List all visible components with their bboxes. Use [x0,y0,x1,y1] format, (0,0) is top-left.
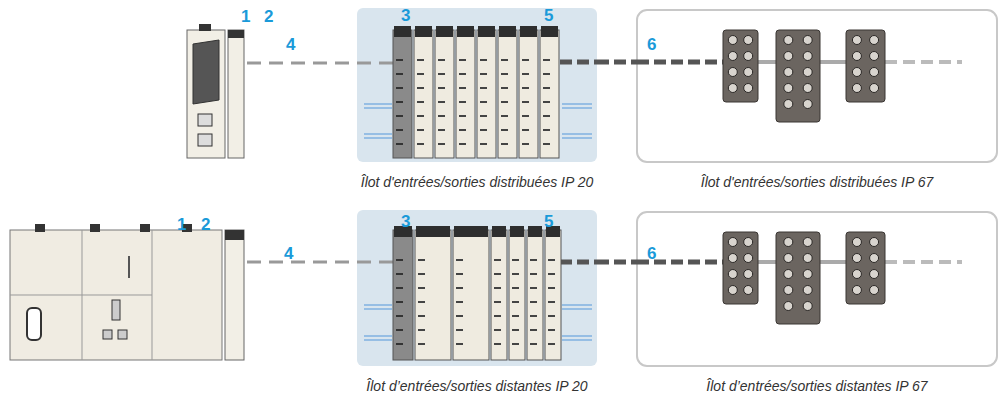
io-module [545,226,561,360]
callout-anchor: 3 [401,7,410,25]
io-module [435,26,454,158]
rail [562,308,592,310]
rail [364,103,392,105]
ip20-panel [357,8,597,162]
callout-number: 5 [544,6,553,25]
callout-anchor: 5 [544,213,553,231]
callout-number: 2 [201,215,210,234]
bus-line [247,62,393,65]
rail [562,133,592,135]
callout-anchor: 5 [544,7,553,25]
callout-anchor: 4 [284,245,293,263]
rail [562,103,592,105]
ip67-module [776,232,820,324]
callout-number: 6 [647,244,656,263]
ip67-module [846,30,885,102]
callout-number: 1 [241,7,250,26]
island-caption: Îlot d'entrées/sorties distribuées IP 20 [361,174,594,190]
callout-number: 2 [264,7,273,26]
io-module [415,226,451,360]
rail [562,137,592,139]
rail [364,137,392,139]
callout-anchor: 6 [647,36,656,54]
controller [187,24,244,158]
island-caption: Îlot d’entrées/sorties distantes IP 20 [366,378,587,394]
callout-number: 4 [286,35,295,54]
ip67-module [723,232,758,304]
bus-line [560,60,597,65]
island-panel: Îlot d'entrées/sorties distribuées IP 67 [637,10,997,162]
rail [364,133,392,135]
rail [364,308,392,310]
bus-line [560,260,597,265]
io-module [498,26,517,158]
rail [562,339,592,341]
io-module [414,26,433,158]
callout-number: 4 [284,244,293,263]
controller-rack [10,224,244,360]
callout-number: 3 [401,6,410,25]
io-module [491,226,507,360]
callout-anchor: 3 [401,213,410,231]
callout-number: 1 [177,215,186,234]
island-caption: Îlot d’entrées/sorties distantes IP 67 [706,378,927,394]
island-panel: Îlot d'entrées/sorties distribuées IP 20 [357,8,597,162]
rail [562,304,592,306]
io-module [540,26,559,158]
rail [364,335,392,337]
ip67-panel [637,212,997,366]
bus-connector [597,260,637,265]
io-module [509,226,525,360]
bus-line [637,60,723,65]
io-module [393,226,413,360]
rail [364,107,392,109]
bus-connector [597,60,637,65]
rail [364,304,392,306]
callout-anchor: 1 [241,8,250,26]
ip67-panel [637,10,997,162]
io-module [393,26,412,158]
io-module [453,226,489,360]
callout-anchor: 2 [264,8,273,26]
io-module [456,26,475,158]
callout-anchor: 6 [647,245,656,263]
callout-number: 6 [647,35,656,54]
rail [364,339,392,341]
io-module [527,226,543,360]
ip20-panel [357,210,597,366]
bus-line [247,261,393,264]
io-module [519,26,538,158]
rail [562,107,592,109]
io-module [477,26,496,158]
callout-anchor: 1 [177,216,186,234]
ip67-module [846,232,885,304]
island-caption: Îlot d'entrées/sorties distribuées IP 67 [701,174,934,190]
callout-anchor: 4 [286,36,295,54]
island-panel: Îlot d’entrées/sorties distantes IP 67 [637,212,997,366]
callout-number: 3 [401,212,410,231]
callout-number: 5 [544,212,553,231]
ip67-module [776,30,820,122]
callout-anchor: 2 [201,216,210,234]
ip67-module [723,30,758,102]
island-panel: Îlot d’entrées/sorties distantes IP 20 [357,210,597,366]
rail [562,335,592,337]
